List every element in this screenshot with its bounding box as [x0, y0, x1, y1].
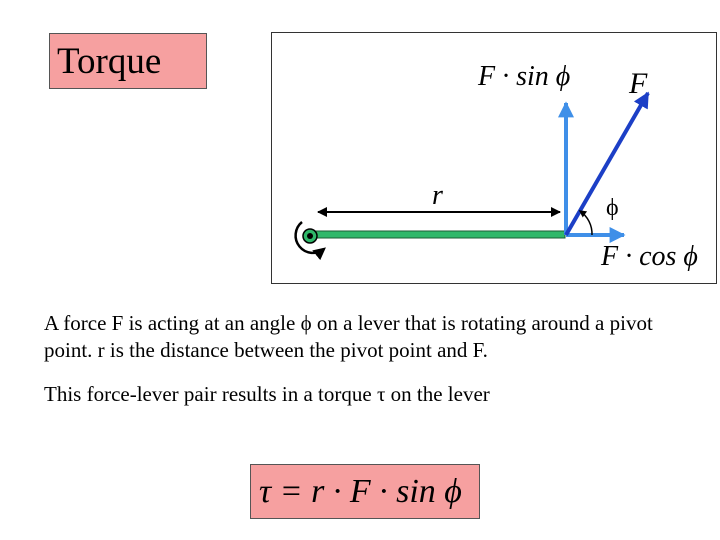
label-f-sin: F · sin ϕ: [478, 61, 571, 92]
description-text: A force F is acting at an angle ϕ on a l…: [44, 311, 653, 362]
label-phi: ϕ: [606, 195, 619, 221]
pivot-center: [307, 233, 313, 239]
rotation-arrow: [294, 221, 326, 261]
diagram-graphics: [294, 91, 650, 261]
result-text: This force-lever pair results in a torqu…: [44, 382, 490, 406]
label-f: F: [629, 67, 648, 100]
torque-formula: τ = r · F · sin ϕ: [259, 471, 462, 513]
label-f-cos: F · cos ϕ: [601, 241, 698, 272]
torque-diagram: F · sin ϕ F r ϕ F · cos ϕ: [271, 32, 717, 284]
angle-arc: [578, 210, 593, 236]
label-r: r: [432, 180, 443, 211]
page-title: Torque: [57, 41, 162, 82]
title-box: Torque: [49, 33, 207, 89]
formula-rest: = r · F · sin ϕ: [271, 473, 462, 510]
lever-bar: [308, 230, 566, 239]
formula-tau: τ: [259, 473, 272, 510]
formula-box: τ = r · F · sin ϕ: [250, 464, 480, 519]
